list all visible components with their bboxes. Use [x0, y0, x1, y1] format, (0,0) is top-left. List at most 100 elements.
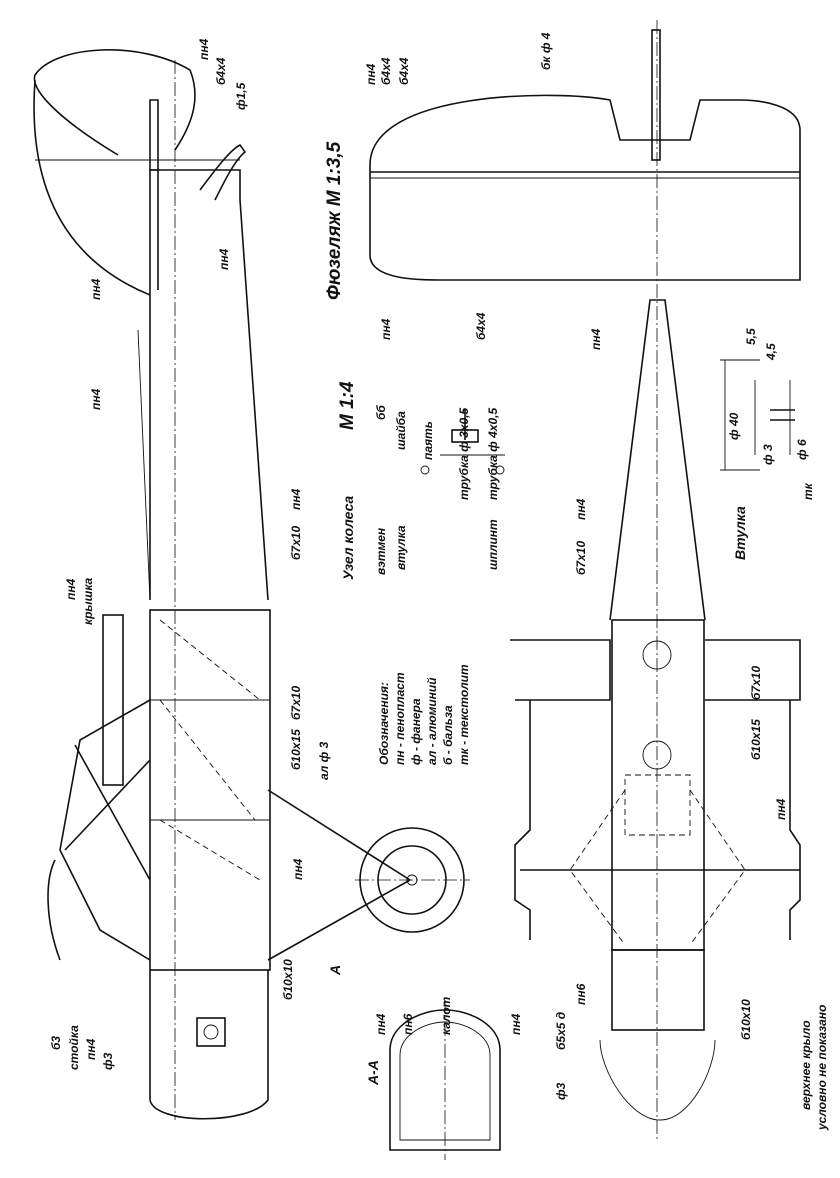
pin-left	[420, 465, 430, 475]
sec-label-3: калот	[439, 996, 453, 1035]
wheel-ghost-1	[642, 640, 672, 670]
stabilizer-outline	[369, 94, 801, 281]
legend-title: Обозначения:	[377, 682, 391, 765]
sv-label-7: пн4	[289, 488, 303, 510]
dim-6: ф 6	[795, 439, 809, 460]
sv-label-14: пн4	[291, 858, 305, 880]
tv-label-13: пн6	[574, 983, 588, 1005]
lower-wing-trailing	[510, 639, 801, 701]
note-line-2: условно не показано	[815, 1005, 829, 1131]
axle-block	[451, 429, 479, 443]
dim-45: 4,5	[764, 343, 778, 361]
hatch-cover	[102, 614, 124, 786]
tv-label-11: б10х15	[749, 719, 763, 760]
cabane-diag-1	[74, 744, 151, 881]
pin-right	[495, 465, 505, 475]
sv-label-2: б4х4	[214, 57, 228, 85]
sv-label-17: стойка	[67, 1025, 81, 1070]
sv-label-11: б7х10	[289, 686, 303, 720]
sv-label-12: б10х15	[289, 729, 303, 770]
sv-label-15: б10х10	[281, 959, 295, 1000]
sec-label-4: пн4	[509, 1013, 523, 1035]
sv-label-19: ф3	[101, 1052, 115, 1070]
fuselage-title: Фюзеляж М 1:3,5	[324, 141, 345, 300]
tv-label-6: б4х4	[474, 312, 488, 340]
tv-label-1: пн4	[364, 63, 378, 85]
dim-3: ф 3	[761, 444, 775, 465]
legend-item-1: пн - пенопласт	[393, 672, 407, 765]
legend-item-2: ф - фанера	[409, 698, 423, 765]
scale-label: М 1:4	[337, 381, 358, 430]
rear-stick	[149, 169, 159, 290]
nose-box	[611, 949, 705, 1031]
wing-leading	[47, 859, 61, 961]
section-mark: А	[327, 965, 343, 976]
part-washer: шайба	[394, 411, 408, 450]
wheel-node-title: Узел колеса	[340, 496, 356, 580]
fuselage-bottom-line	[158, 169, 269, 601]
sv-label-3: ф1,5	[234, 82, 248, 110]
tv-label-10: б7х10	[749, 666, 763, 700]
deck-line	[137, 329, 151, 601]
sv-label-6: пн4	[89, 388, 103, 410]
tv-label-15: ф3	[554, 1082, 568, 1100]
front-fuselage	[149, 609, 271, 971]
sv-label-5: пн4	[217, 248, 231, 270]
legend-item-3: ал - алюминий	[425, 677, 439, 765]
cowl-top	[599, 1039, 716, 1121]
part-bb: бб	[374, 405, 388, 420]
part-tube-4: трубка ф 4х0,5	[486, 408, 500, 500]
section-title: А-А	[365, 1060, 381, 1086]
sv-label-16: б3	[49, 1036, 63, 1050]
note-line-1: верхнее крыло	[799, 1020, 813, 1110]
sv-label-1: пн4	[197, 38, 211, 60]
wheel-node-sketch	[420, 410, 505, 475]
top-view	[369, 20, 801, 1140]
tv-label-3: б4х4	[397, 57, 411, 85]
gear-leg-rear	[267, 789, 411, 881]
engine-mount	[196, 1017, 226, 1047]
sv-label-8: пн4	[64, 578, 78, 600]
part-tube-3: трубка ф 3х0,5	[457, 408, 471, 500]
prop-hub	[203, 1024, 219, 1040]
sv-label-10: б7х10	[289, 526, 303, 560]
gear-leg-front	[267, 879, 411, 961]
section-inner	[399, 1021, 491, 1141]
sv-label-9: крышка	[81, 577, 95, 625]
sec-label-2: пн6	[401, 1013, 415, 1035]
tv-label-9: б7х10	[574, 541, 588, 575]
part-solder: паять	[421, 421, 435, 460]
tv-label-5: пн4	[379, 318, 393, 340]
side-view	[33, 49, 470, 1120]
part-whatman: вэтмен	[374, 527, 388, 575]
tailskid	[199, 143, 247, 201]
tv-label-16: б10х10	[739, 999, 753, 1040]
sec-label-1: пн4	[374, 1013, 388, 1035]
bushing-title: Втулка	[732, 506, 748, 560]
part-bushing: втулка	[394, 525, 408, 570]
part-cotter: шплинт	[486, 519, 500, 570]
tv-label-2: б4х4	[379, 57, 393, 85]
fuselage-taper	[609, 299, 706, 621]
section-outline	[389, 1009, 501, 1151]
tv-label-4: бк ф 4	[539, 32, 553, 70]
fin-post	[149, 99, 159, 171]
wheel-ghost-2	[642, 740, 672, 770]
legend-item-5: тк - текстолит	[457, 664, 471, 765]
stab-post	[651, 29, 661, 161]
sv-label-18: пн4	[84, 1038, 98, 1060]
dim-55: 5,5	[744, 328, 758, 345]
rudder-outline	[33, 79, 151, 296]
cabane-diag-2	[64, 759, 151, 851]
internal-bracing	[159, 619, 261, 881]
section-a-a	[389, 1000, 501, 1160]
legend-item-4: б - бальза	[441, 705, 455, 765]
bay-outline	[624, 774, 691, 836]
tv-label-8: пн4	[574, 498, 588, 520]
lower-wing-ends	[514, 700, 801, 940]
dim-tk: тк	[801, 482, 815, 500]
dim-40: ф 40	[727, 412, 741, 440]
cabane-struts	[59, 699, 151, 961]
